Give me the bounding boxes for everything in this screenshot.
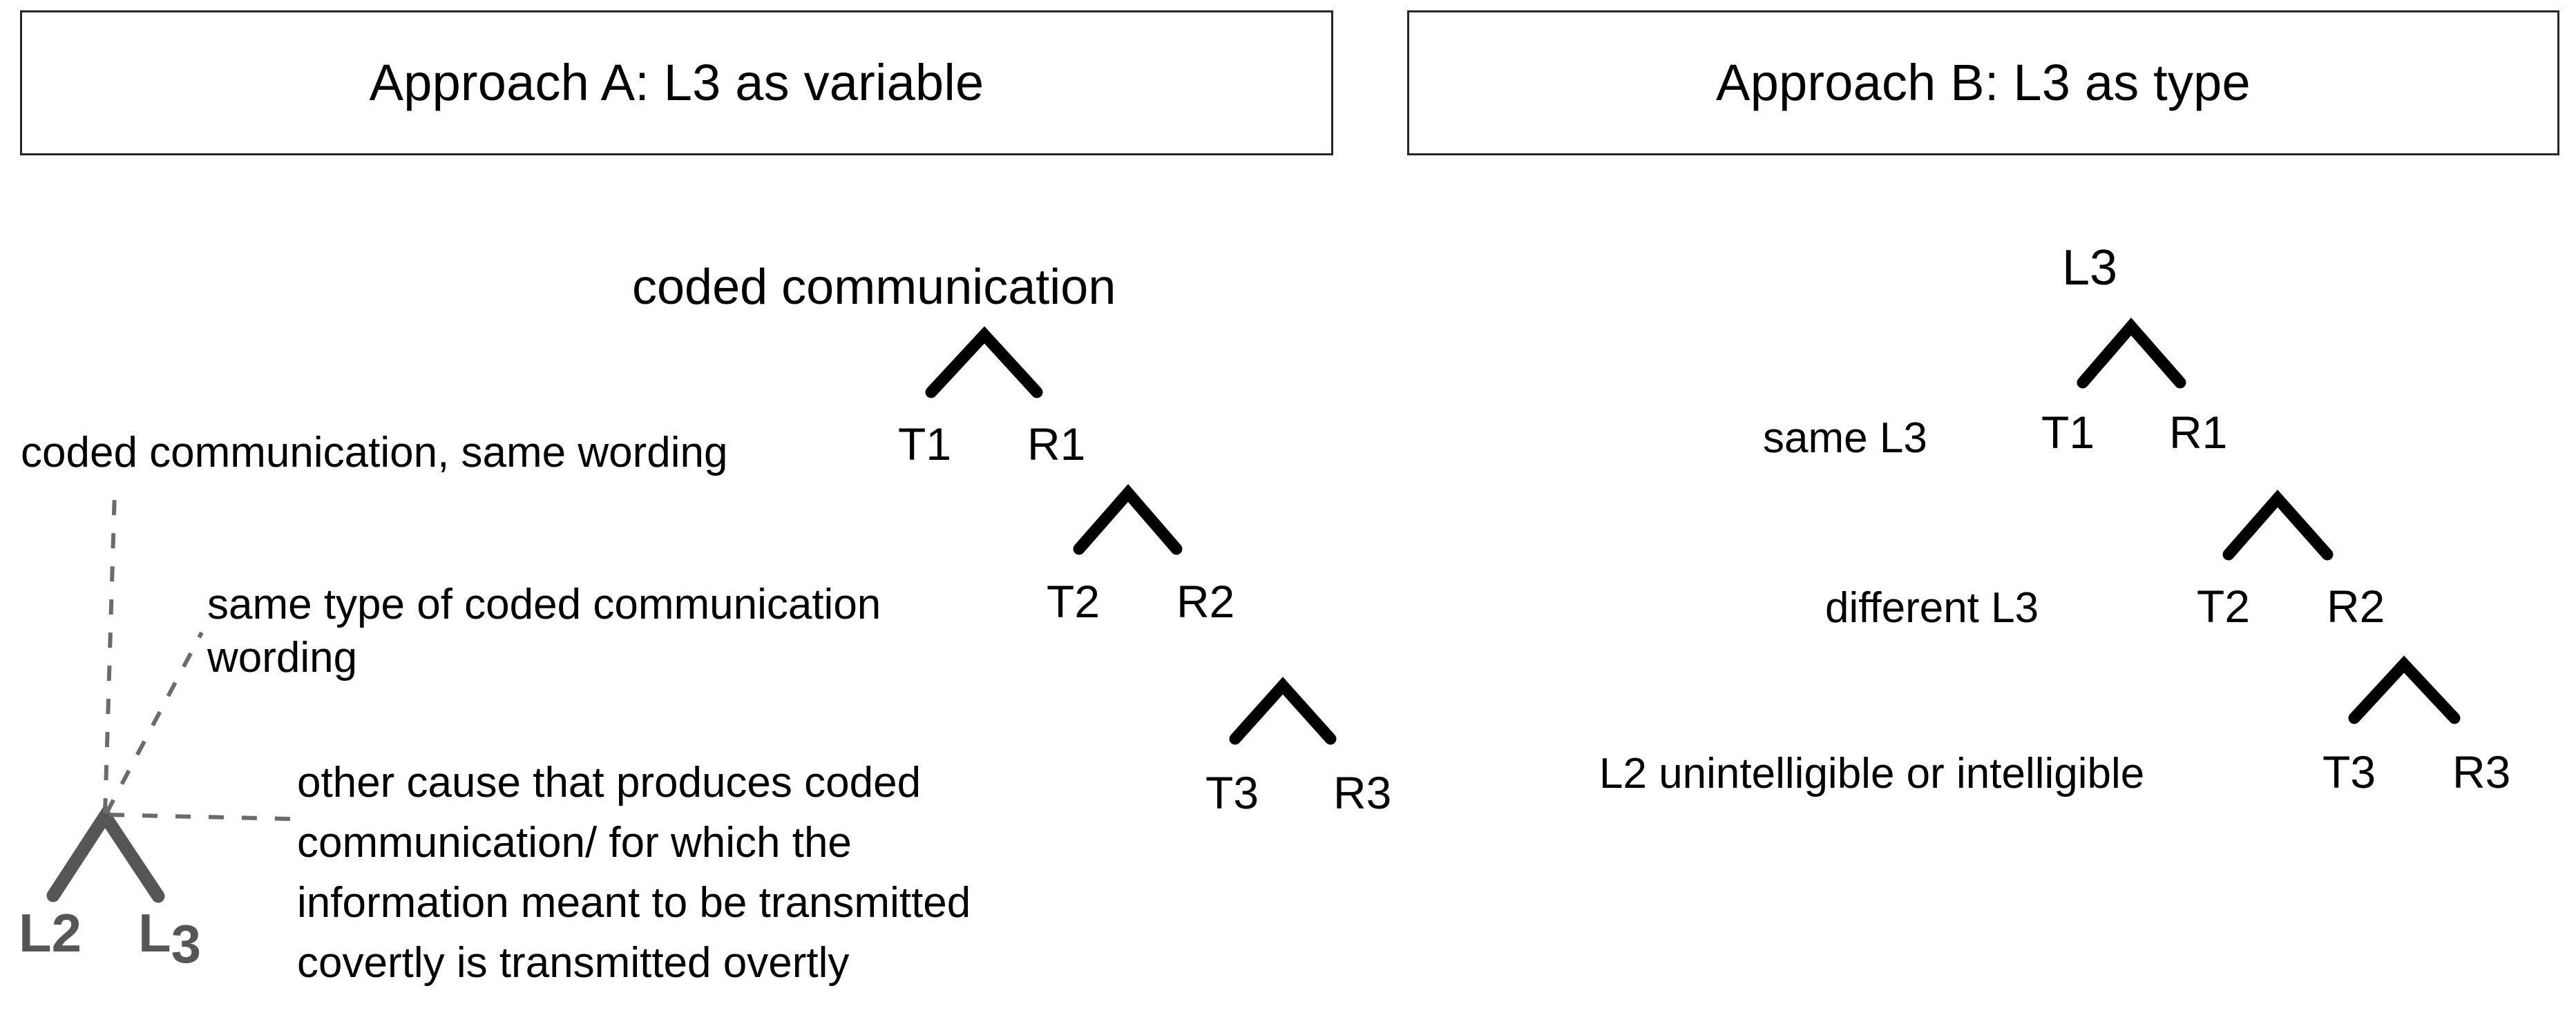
approach-a-annotation-level3-line2: communication/ for which the	[297, 819, 852, 867]
approach-b-node-t2: T2	[2197, 581, 2251, 632]
approach-a-annotation-level1: coded communication, same wording	[21, 429, 728, 476]
approach-a-node-r2: R2	[1176, 576, 1235, 627]
chevron-a-level2	[1073, 484, 1183, 555]
legend-label-l3: L3	[138, 906, 201, 971]
approach-b-annotation-level3: L2 unintelligible or intelligible	[1599, 750, 2145, 798]
approach-a-node-r3: R3	[1333, 767, 1392, 818]
approach-a-node-t1: T1	[898, 418, 952, 470]
chevron-b-level2	[2222, 490, 2334, 561]
approach-a-annotation-level3-line4: covertly is transmitted overtly	[297, 939, 850, 987]
chevron-b-level3	[2348, 655, 2461, 724]
approach-b-annotation-level2: different L3	[1825, 584, 2039, 632]
approach-a-node-t2: T2	[1047, 576, 1100, 627]
legend-label-l3-subscript: 3	[171, 914, 202, 974]
leader-line-level2	[104, 631, 204, 815]
approach-a-annotation-level2-line1: same type of coded communication	[207, 581, 881, 628]
approach-a-annotation-level2-line2: wording	[207, 634, 358, 682]
legend-label-l3-base: L	[138, 902, 171, 963]
legend-chevron-gray	[46, 804, 165, 903]
approach-b-node-r1: R1	[2169, 407, 2228, 458]
approach-a-header-box: Approach A: L3 as variable	[20, 10, 1333, 155]
approach-b-node-r3: R3	[2452, 746, 2511, 798]
approach-a-node-r1: R1	[1027, 418, 1086, 470]
legend-label-l2: L2	[19, 902, 82, 963]
leader-line-level3	[108, 813, 291, 821]
chevron-a-level3	[1229, 677, 1337, 745]
approach-b-title: Approach B: L3 as type	[1716, 54, 2251, 112]
approach-b-node-t3: T3	[2322, 746, 2376, 798]
approach-b-node-t1: T1	[2041, 407, 2095, 458]
approach-a-annotation-level3-line3: information meant to be transmitted	[297, 879, 971, 927]
approach-b-header-box: Approach B: L3 as type	[1407, 10, 2559, 155]
approach-a-title: Approach A: L3 as variable	[369, 54, 984, 112]
approach-b-annotation-level1: same L3	[1763, 414, 1927, 462]
chevron-a-level1	[925, 326, 1043, 398]
approach-a-root-label: coded communication	[632, 260, 1116, 315]
leader-line-level1	[103, 491, 117, 814]
approach-b-node-r2: R2	[2327, 581, 2385, 632]
approach-a-node-t3: T3	[1205, 767, 1259, 818]
approach-a-annotation-level3-line1: other cause that produces coded	[297, 759, 922, 806]
approach-b-root-label: L3	[2062, 240, 2118, 296]
chevron-b-level1	[2077, 318, 2186, 389]
